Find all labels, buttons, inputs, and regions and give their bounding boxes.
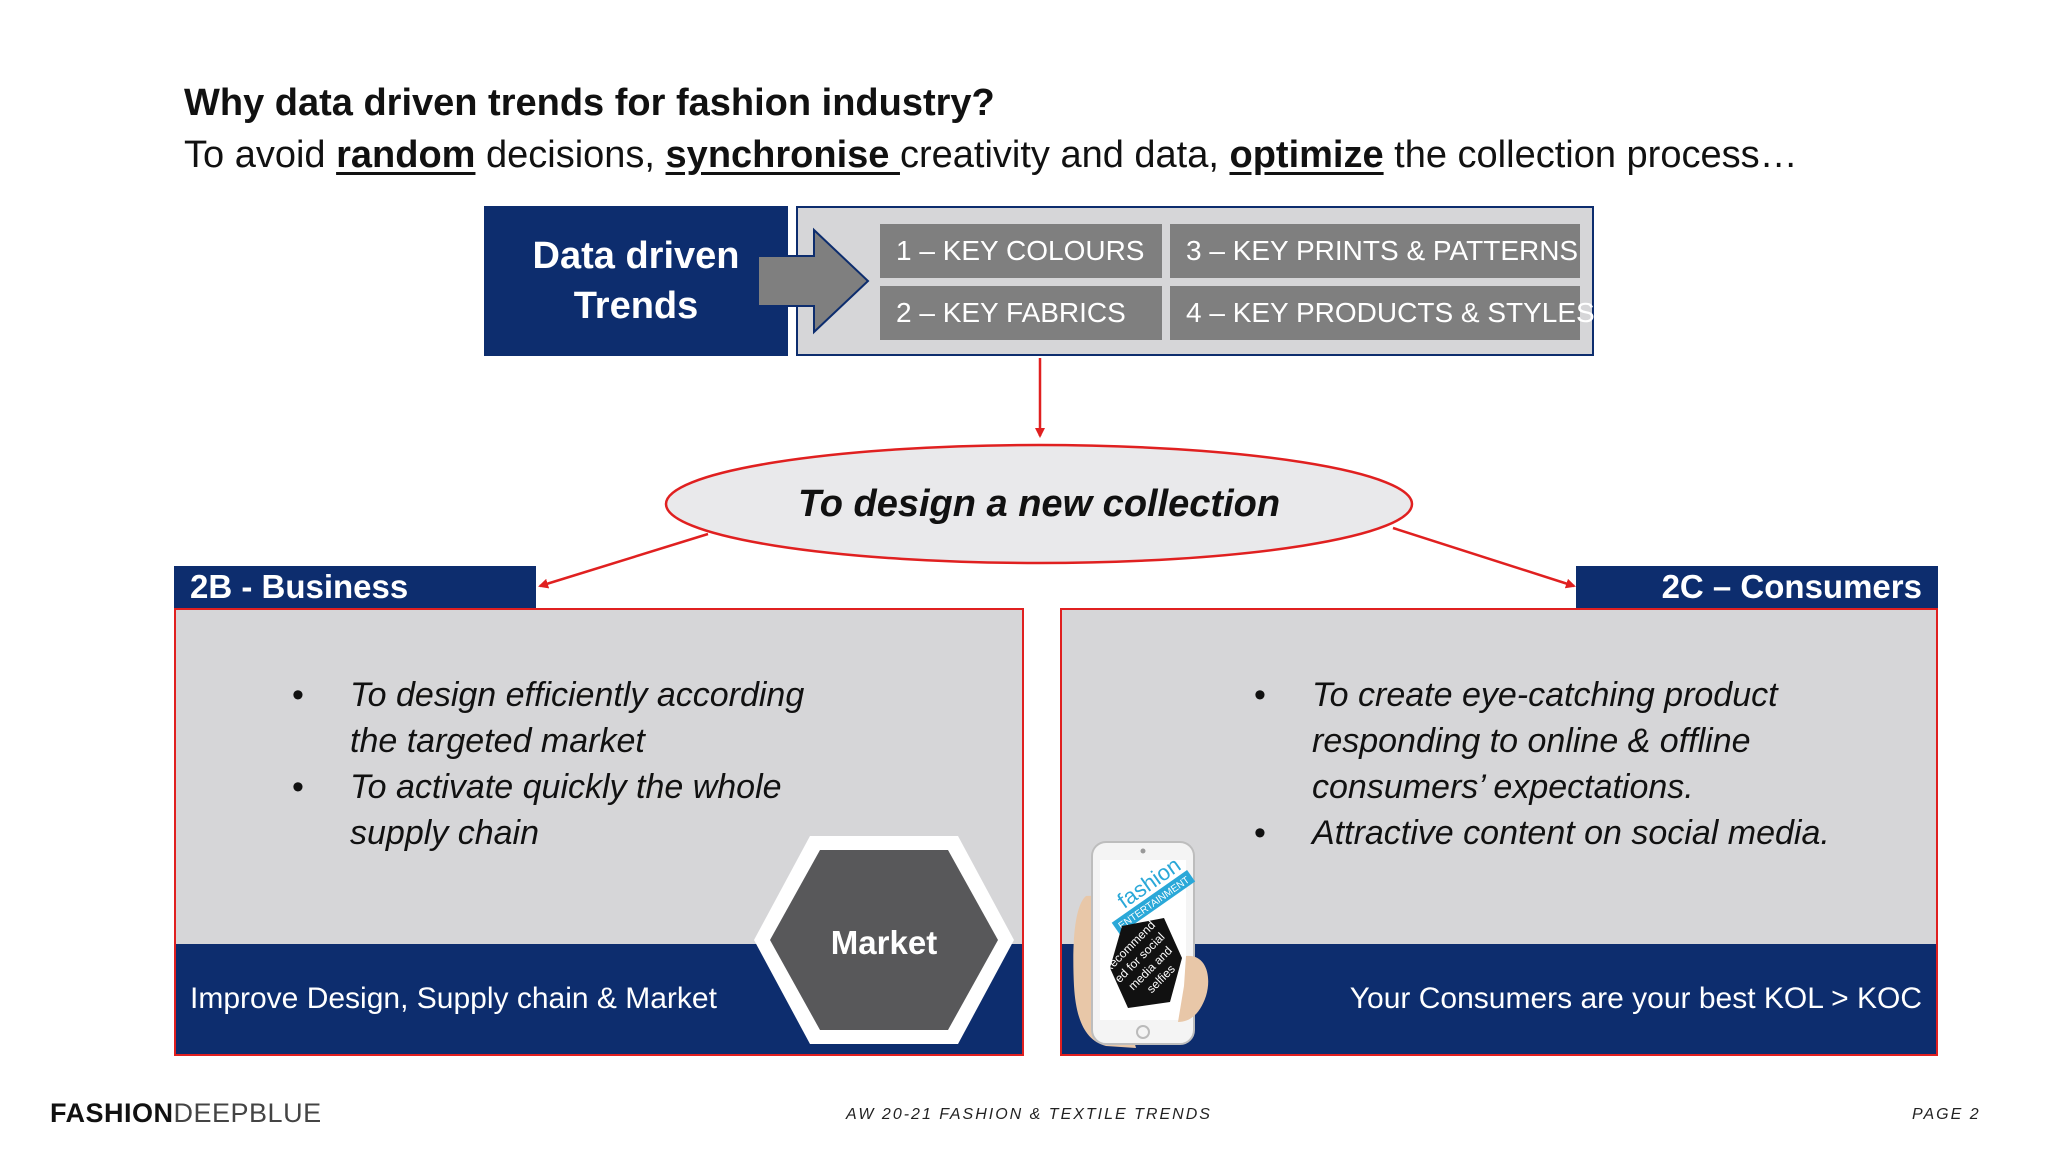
market-label: Market <box>831 924 937 961</box>
smartphone-icon: fashion ENTERTAINMENT Recommend ed for s… <box>1073 841 1209 1048</box>
brand-logo: FASHIONDEEPBLUE <box>50 1098 322 1128</box>
consumers-band: Your Consumers are your best KOL > KOC <box>1062 944 1936 1054</box>
list-item: To create eye-catching productresponding… <box>1254 672 1830 810</box>
business-header: 2B - Business <box>174 566 536 608</box>
subtitle-text: the collection process… <box>1383 134 1798 176</box>
trends-title-line2: Trends <box>573 285 699 327</box>
data-driven-trends-box: Data driven Trends <box>484 206 788 356</box>
footer-title: AW 20-21 FASHION & TEXTILE TRENDS <box>846 1106 1212 1123</box>
page-subtitle: To avoid random decisions, synchronise c… <box>184 134 1798 177</box>
list-item: Attractive content on social media. <box>1254 810 1830 856</box>
consumers-band-text: Your Consumers are your best KOL > KOC <box>1349 982 1922 1015</box>
consumers-bullet-list: To create eye-catching productresponding… <box>1254 672 1830 856</box>
subtitle-text: decisions, <box>475 134 666 176</box>
page-number: PAGE 2 <box>1912 1106 1981 1123</box>
trends-title-line1: Data driven <box>532 235 740 277</box>
keyword-synchronise: synchronise <box>665 134 900 176</box>
keyword-optimize: optimize <box>1229 134 1384 176</box>
tag-key-prints-patterns: 3 – KEY PRINTS & PATTERNS <box>1170 224 1580 278</box>
consumers-header: 2C – Consumers <box>1576 566 1938 608</box>
tag-key-colours: 1 – KEY COLOURS <box>880 224 1162 278</box>
subtitle-text: To avoid <box>184 134 337 176</box>
subtitle-text: creativity and data, <box>899 134 1230 176</box>
keyword-random: random <box>336 134 476 176</box>
arrow-to-business <box>538 532 709 589</box>
business-band-text: Improve Design, Supply chain & Market <box>190 982 717 1015</box>
design-collection-ellipse <box>664 443 1414 565</box>
arrow-to-consumers <box>1392 526 1576 589</box>
design-collection-label: To design a new collection <box>797 482 1281 525</box>
market-hexagon-icon: Market <box>754 836 1014 1044</box>
tag-key-fabrics: 2 – KEY FABRICS <box>880 286 1162 340</box>
tag-key-products-styles: 4 – KEY PRODUCTS & STYLES <box>1170 286 1595 340</box>
trend-categories-panel: 1 – KEY COLOURS 3 – KEY PRINTS & PATTERN… <box>796 206 1595 356</box>
page-title: Why data driven trends for fashion indus… <box>184 82 995 124</box>
block-arrow-icon <box>757 227 870 335</box>
